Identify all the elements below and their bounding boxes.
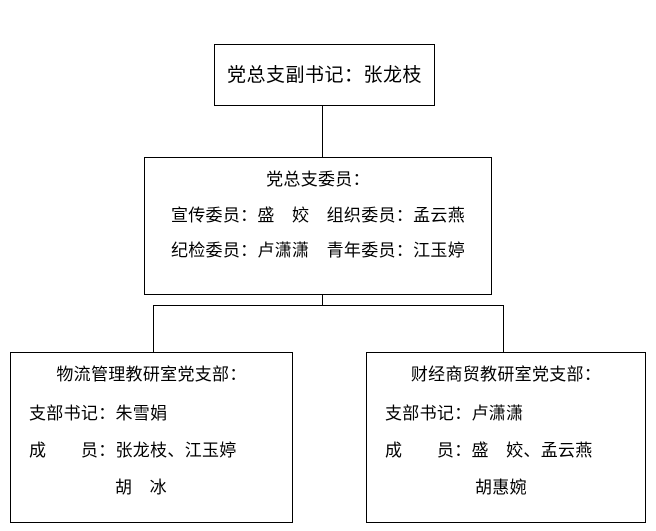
node-party-committee: 党总支委员： 宣传委员：盛 姣 组织委员：孟云燕 纪检委员：卢潇潇 青年委员：江… xyxy=(144,157,492,295)
connector-committee-stub xyxy=(322,295,323,306)
node-branch-commerce-members-continued: 胡惠婉 xyxy=(475,478,527,498)
node-party-committee-title: 党总支委员： xyxy=(266,170,370,190)
node-deputy-secretary: 党总支副书记：张龙枝 xyxy=(214,44,435,106)
node-branch-logistics-title: 物流管理教研室党支部： xyxy=(56,365,247,385)
node-branch-commerce-title: 财经商贸教研室党支部： xyxy=(410,365,602,385)
connector-branch-bus xyxy=(153,305,504,306)
node-branch-logistics-members-continued: 胡 冰 xyxy=(115,478,167,498)
node-branch-logistics: 物流管理教研室党支部： 支部书记：朱雪娟 成 员：张龙枝、江玉婷 胡 冰 xyxy=(10,352,293,523)
node-party-committee-row-1: 宣传委员：盛 姣 组织委员：孟云燕 xyxy=(170,206,466,226)
node-branch-logistics-members: 成 员：张龙枝、江玉婷 xyxy=(29,441,237,461)
connector-drop-to-commerce xyxy=(503,305,504,353)
node-branch-logistics-secretary: 支部书记：朱雪娟 xyxy=(29,404,168,424)
node-party-committee-row-2: 纪检委员：卢潇潇 青年委员：江玉婷 xyxy=(170,241,466,261)
node-deputy-secretary-line-1: 党总支副书记：张龙枝 xyxy=(226,63,422,86)
connector-secretary-to-committee xyxy=(322,106,323,158)
node-branch-commerce: 财经商贸教研室党支部： 支部书记：卢潇潇 成 员：盛 姣、孟云燕 胡惠婉 xyxy=(366,352,646,523)
connector-drop-to-logistics xyxy=(153,305,154,353)
node-branch-commerce-secretary: 支部书记：卢潇潇 xyxy=(385,404,524,424)
node-branch-commerce-members: 成 员：盛 姣、孟云燕 xyxy=(385,441,593,461)
